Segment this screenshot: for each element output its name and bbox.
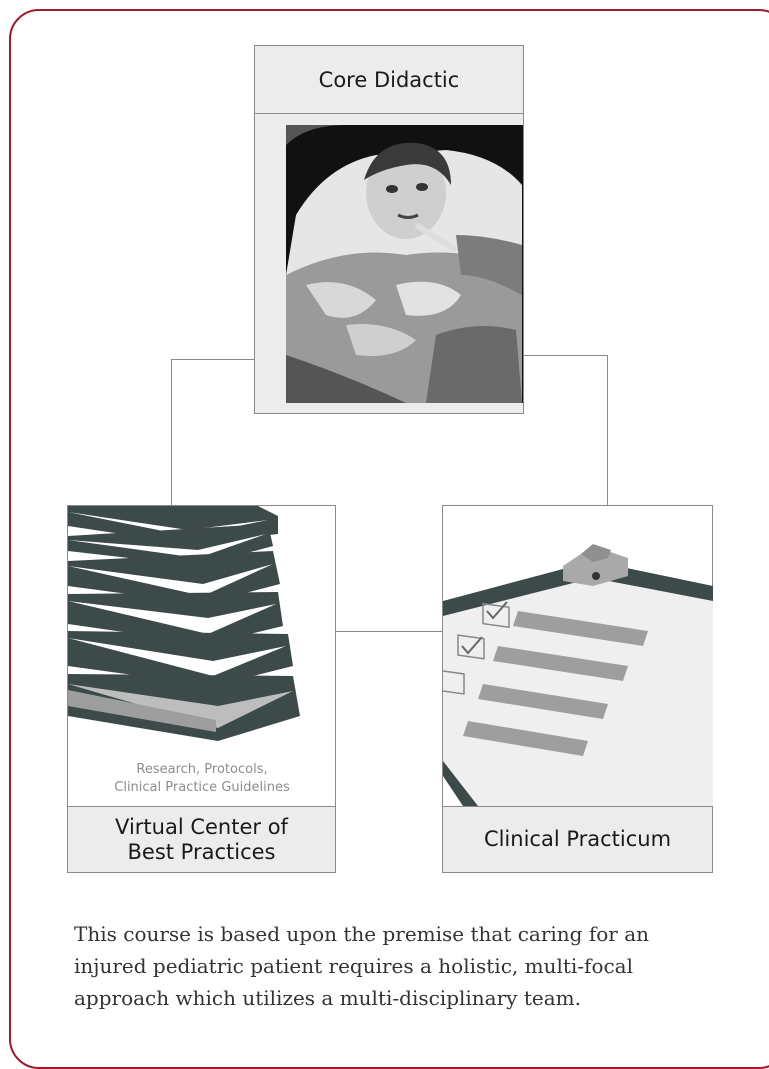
best-practices-label-panel: Virtual Center of Best Practices	[67, 806, 336, 873]
best-practices-image-box: Research, Protocols, Clinical Practice G…	[67, 505, 336, 807]
connector-bottom-horizontal	[336, 631, 442, 632]
child-patient-photo	[286, 125, 523, 403]
clinical-practicum-label-panel: Clinical Practicum	[442, 806, 713, 873]
best-practices-caption: Research, Protocols, Clinical Practice G…	[114, 762, 290, 795]
clinical-practicum-image-box	[442, 505, 713, 807]
connector-right-vertical	[607, 355, 608, 505]
connector-left-horizontal	[171, 359, 254, 360]
course-description: This course is based upon the premise th…	[74, 922, 649, 1010]
books-icon	[68, 506, 300, 741]
clinical-practicum-label: Clinical Practicum	[483, 827, 672, 851]
connector-right-horizontal	[523, 355, 607, 356]
core-didactic-title-panel: Core Didactic	[254, 45, 524, 114]
best-practices-label: Virtual Center of Best Practices	[115, 814, 288, 864]
connector-left-vertical	[171, 359, 172, 505]
core-didactic-image-box	[254, 113, 524, 414]
clipboard-checklist-icon	[443, 544, 713, 806]
core-didactic-title: Core Didactic	[318, 67, 460, 92]
